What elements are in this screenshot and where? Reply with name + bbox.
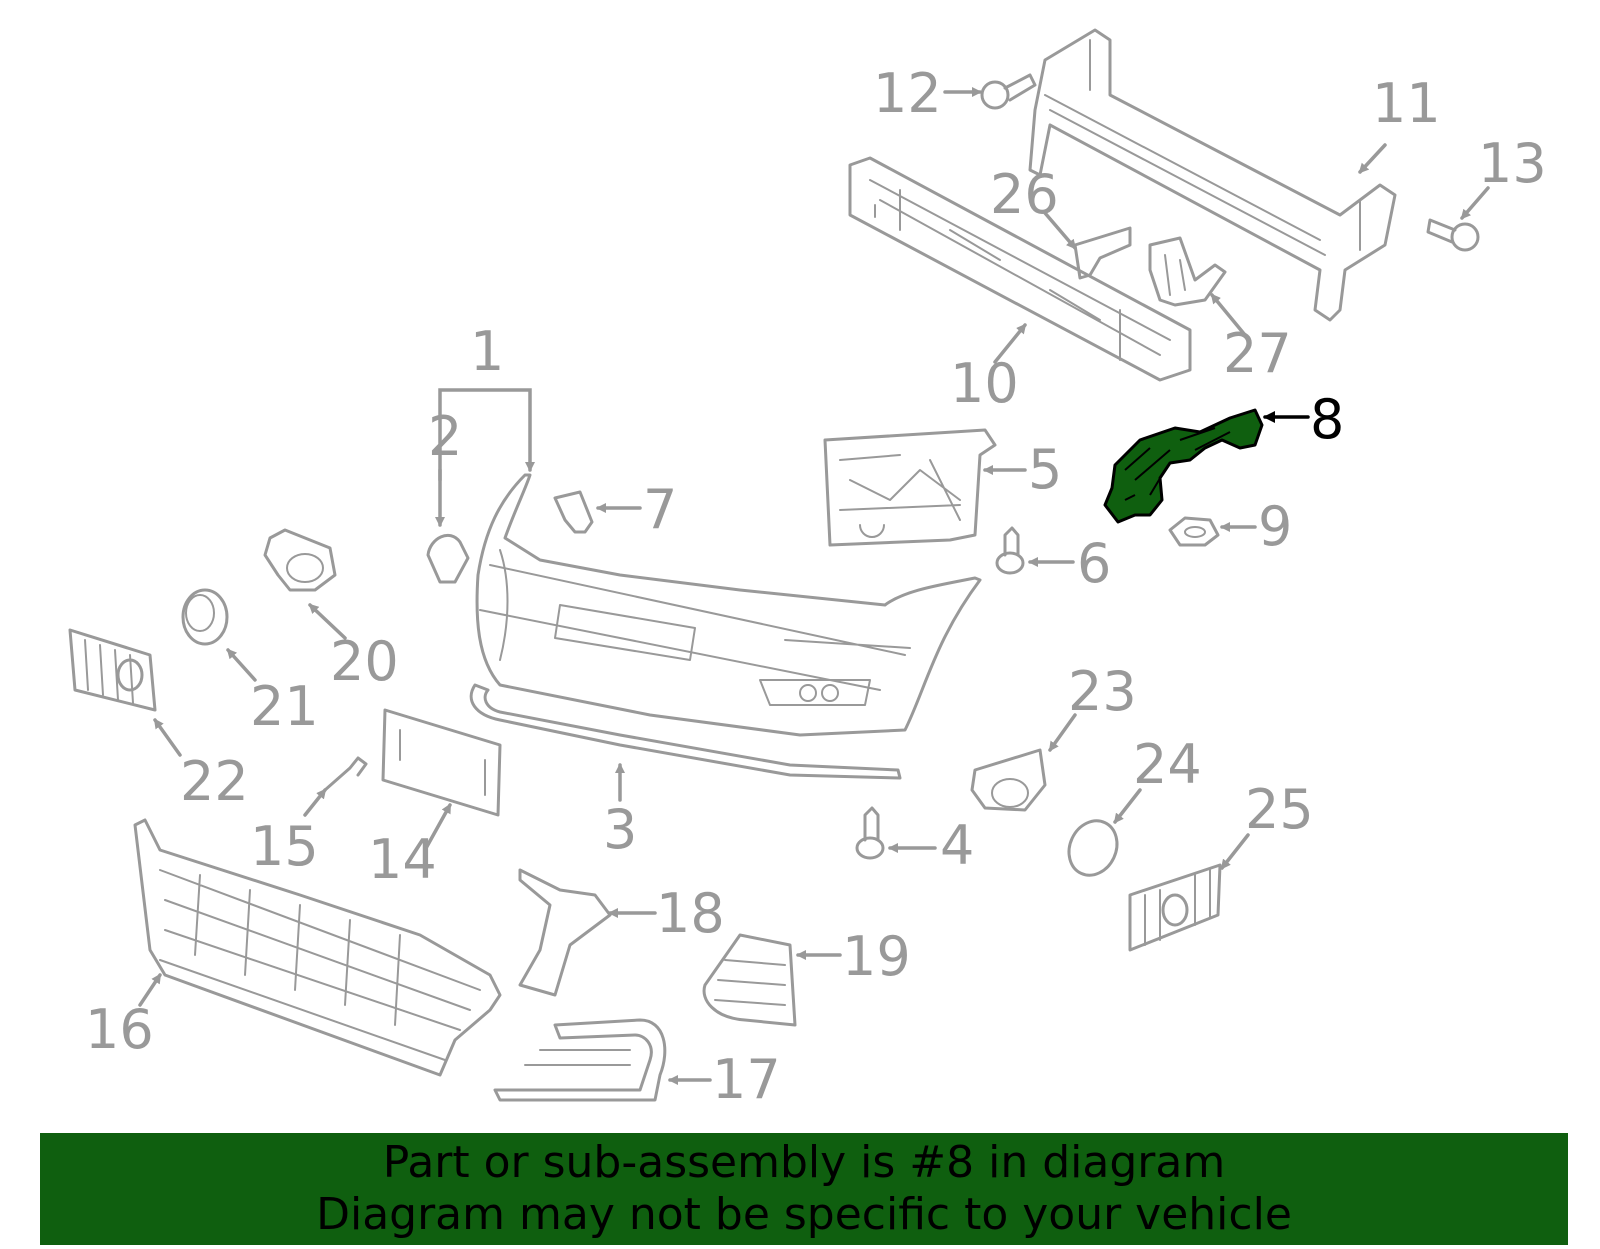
leader-11 [1358,143,1387,174]
leader-21 [226,648,257,682]
part-14-license-plate-bracket [381,708,502,817]
part-6-screw [995,526,1025,575]
leader-24 [1113,788,1142,824]
callout-20: 20 [330,630,399,693]
part-18-air-guide [518,868,612,997]
leader-26 [1043,211,1077,250]
callout-14: 14 [368,828,437,891]
callout-16: 16 [85,998,154,1061]
part-26-bracket [1073,226,1132,280]
callout-18: 18 [656,882,725,945]
part-3-lower-spoiler [469,683,902,780]
leader-15 [303,788,327,817]
part-13-bolt [1426,218,1480,252]
leader-27 [1210,293,1247,337]
part-22-sensor-bracket [68,628,157,712]
part-16-lower-grille [133,818,502,1077]
callout-12: 12 [873,62,942,125]
callout-15: 15 [250,815,319,878]
callout-8: 8 [1310,388,1344,451]
part-17-trim [493,1018,667,1102]
part-7-clip [553,490,594,534]
callout-23: 23 [1068,660,1137,723]
callout-1: 1 [470,320,504,383]
part-2-cap [426,533,470,584]
leader-lines [138,87,1490,1085]
part-25-sensor-bracket [1128,863,1222,952]
banner-line-1: Part or sub-assembly is #8 in diagram [382,1137,1226,1188]
callout-4: 4 [940,814,974,877]
callout-17: 17 [712,1048,781,1111]
leader-16 [138,973,162,1007]
leader-20 [308,603,347,640]
callout-24: 24 [1133,733,1202,796]
part-24-sensor-ring [1067,819,1119,877]
part-19-fog-grille [702,933,797,1027]
banner-line-2: Diagram may not be specific to your vehi… [316,1189,1292,1240]
callout-13: 13 [1478,132,1547,195]
leader-23 [1048,713,1077,752]
part-4-screw [855,806,885,860]
callout-10: 10 [950,352,1019,415]
callout-25: 25 [1245,778,1314,841]
part-27-bracket [1148,236,1227,307]
leader-25 [1220,833,1250,870]
callout-labels: 1 2 3 4 5 6 7 8 9 10 11 12 13 14 15 16 1… [85,62,1547,1111]
leader-22 [153,718,182,757]
part-20-sensor [263,528,337,592]
part-15-clip [323,756,368,792]
part-5-side-bracket [823,428,997,547]
leader-13 [1460,186,1490,220]
callout-19: 19 [842,925,911,988]
callout-2: 2 [428,405,462,468]
leader-1 [438,388,535,482]
callout-6: 6 [1077,532,1111,595]
callout-22: 22 [180,750,249,813]
callout-7: 7 [643,478,677,541]
callout-5: 5 [1028,438,1062,501]
callout-3: 3 [603,798,637,861]
highlight-banner: Part or sub-assembly is #8 in diagram Di… [40,1133,1568,1245]
part-10-energy-absorber [848,156,1192,382]
callout-9: 9 [1258,495,1292,558]
part-23-sensor [970,748,1047,812]
leader-10 [993,323,1027,364]
part-21-sensor-ring [181,588,229,646]
callout-11: 11 [1372,72,1441,135]
part-11-reinforcement-bar [1028,28,1397,322]
part-8-bumper-guide-bracket [1103,408,1264,524]
part-12-bolt [980,73,1037,110]
leader-14 [423,803,452,852]
part-1-bumper-cover [475,473,982,737]
callout-26: 26 [990,163,1059,226]
part-9-clip-nut [1168,516,1220,547]
callout-21: 21 [250,675,319,738]
callout-27: 27 [1223,322,1292,385]
